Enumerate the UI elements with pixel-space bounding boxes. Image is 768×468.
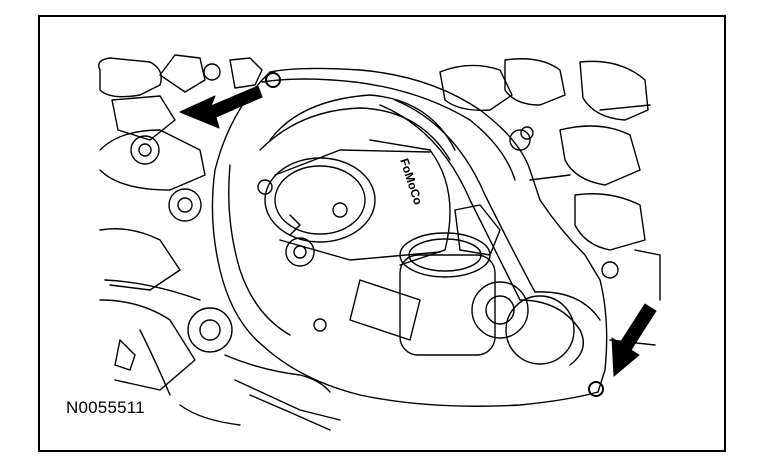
dowel-lower-circle: [588, 381, 604, 397]
crank-sprocket-tool: [349, 204, 575, 365]
timing-chain: [379, 99, 601, 366]
figure-id-label: N0055511: [66, 398, 145, 417]
left-engine-components: [98, 54, 341, 431]
arrow-upper-left-icon: [179, 85, 263, 129]
gear-marking: FoMoCo: [397, 157, 425, 207]
cam-phaser-assembly: [259, 94, 456, 267]
arrow-lower-right-icon: [611, 303, 657, 377]
dowel-upper-circle: [265, 72, 281, 88]
engine-front-cover: [211, 67, 608, 407]
illustration-frame: [38, 15, 726, 452]
